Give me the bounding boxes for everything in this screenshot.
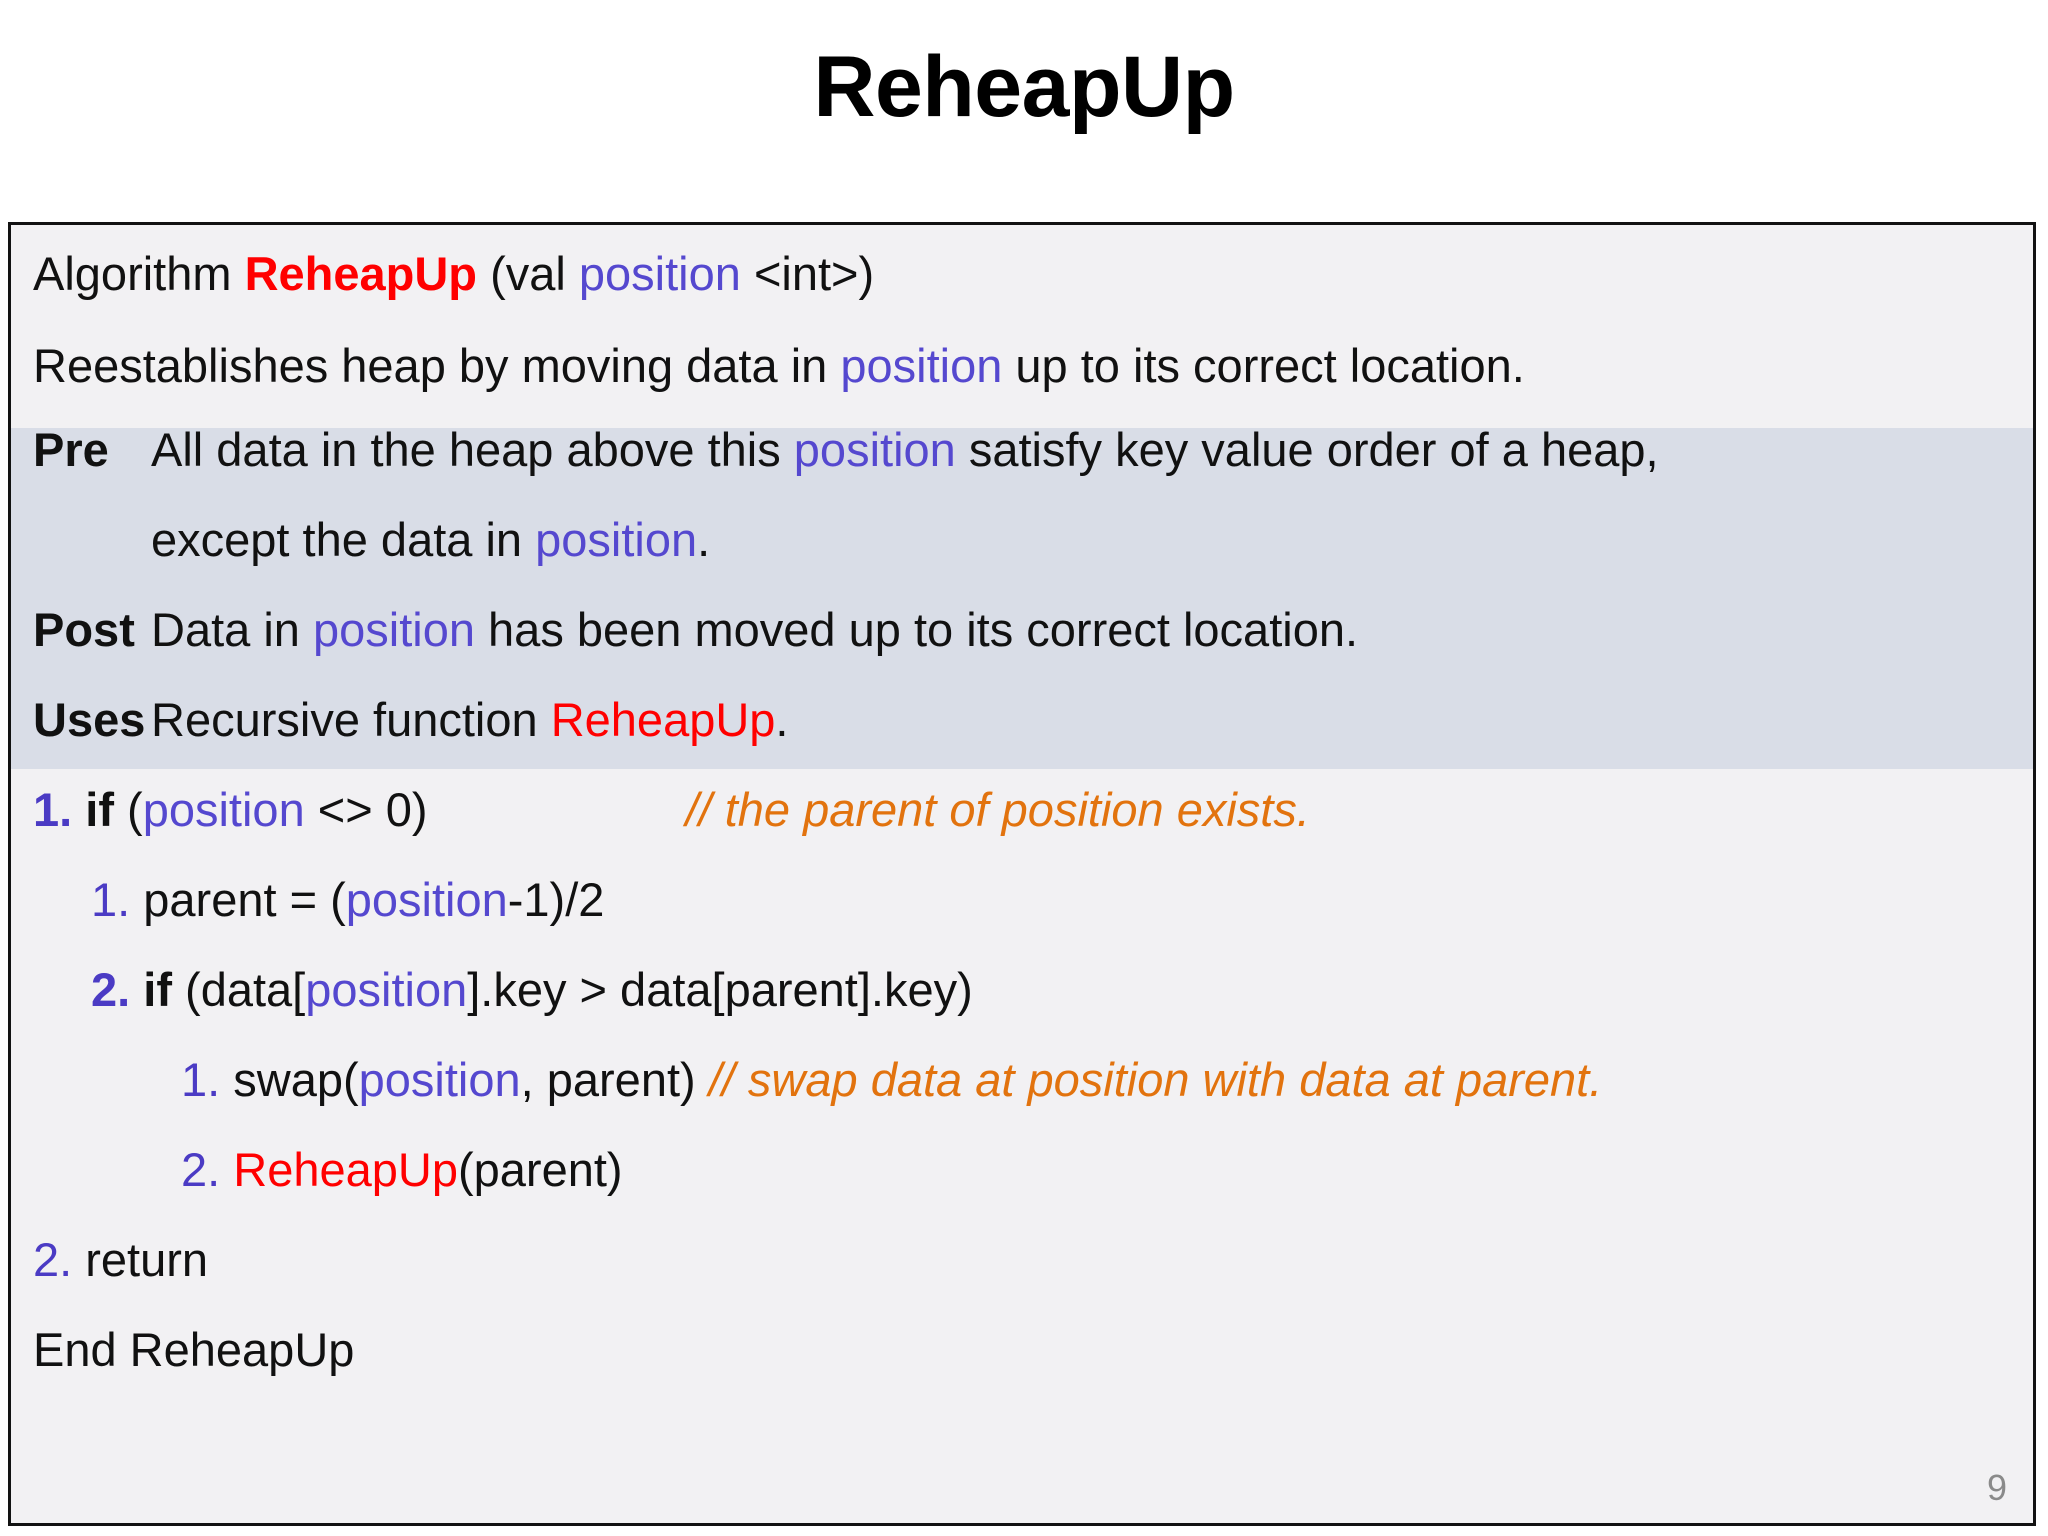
step-1-2-var: position xyxy=(305,963,468,1016)
description-text-2: up to its correct location. xyxy=(1015,339,1525,392)
algorithm-lines: Algorithm ReheapUp (val position <int>) … xyxy=(11,225,2033,1395)
post-var: position xyxy=(312,603,475,656)
pre-text-3: except the data in xyxy=(151,513,523,566)
post-condition-line: Post Data in position has been moved up t… xyxy=(11,585,2033,675)
step-1: 1. if (position <> 0) // the parent of po… xyxy=(11,765,2033,855)
step-2-text: return xyxy=(85,1233,209,1286)
algorithm-end-line: End ReheapUp xyxy=(33,1323,355,1376)
step-2: 2. return xyxy=(11,1215,2033,1305)
signature-type-close: <int>) xyxy=(753,247,875,300)
description-text-1: Reestablishes heap by moving data in xyxy=(33,339,828,392)
algorithm-description-line: Reestablishes heap by moving data in pos… xyxy=(11,321,2033,411)
step-1-1-text-before: parent = ( xyxy=(143,873,346,926)
step-1-1-var: position xyxy=(345,873,508,926)
page-title: ReheapUp xyxy=(813,39,1235,135)
page-number: 9 xyxy=(1986,1467,2007,1508)
step-1-2-number: 2. xyxy=(91,963,131,1016)
step-1-2-text-after: ].key > data[parent].key) xyxy=(467,963,973,1016)
uses-text-1: Recursive function xyxy=(151,693,538,746)
step-1-var: position xyxy=(142,783,305,836)
post-label: Post xyxy=(33,603,135,656)
pre-var-1: position xyxy=(793,423,956,476)
step-1-2-1-text-after: , parent) xyxy=(520,1053,696,1106)
pre-text-1: All data in the heap above this xyxy=(151,423,781,476)
pre-post-uses-highlight-band xyxy=(11,428,2033,769)
post-body: Data in position has been moved up to it… xyxy=(151,585,1358,675)
pre-label: Pre xyxy=(33,423,109,476)
step-1-2-2-text-after: (parent) xyxy=(457,1143,623,1196)
pre-var-2: position xyxy=(535,513,698,566)
uses-body: Recursive function ReheapUp. xyxy=(151,675,788,765)
description-var: position xyxy=(840,339,1003,392)
step-1-2-keyword: if xyxy=(143,963,172,1016)
signature-function-name: ReheapUp xyxy=(244,247,478,300)
pre-condition-line-2: except the data in position. xyxy=(11,495,2033,585)
algorithm-box: Algorithm ReheapUp (val position <int>) … xyxy=(8,222,2036,1526)
post-text-2: has been moved up to its correct locatio… xyxy=(488,603,1359,656)
signature-keyword: Algorithm xyxy=(33,247,232,300)
pre-text-4: . xyxy=(697,513,711,566)
uses-label: Uses xyxy=(33,693,146,746)
uses-function-name: ReheapUp xyxy=(550,693,776,746)
step-1-2-2: 2. ReheapUp(parent) xyxy=(11,1125,2033,1215)
signature-param: position xyxy=(578,247,741,300)
step-1-2-1-number: 1. xyxy=(181,1053,221,1106)
pre-body: All data in the heap above this position… xyxy=(151,405,1659,495)
step-1-2-1: 1. swap(position, parent) // swap data a… xyxy=(11,1035,2033,1125)
signature-open-paren: (val xyxy=(490,247,566,300)
post-text-1: Data in xyxy=(151,603,300,656)
step-1-2-1-var: position xyxy=(358,1053,521,1106)
step-1-rest: <> 0) xyxy=(304,783,428,836)
step-1-2: 2. if (data[position].key > data[parent]… xyxy=(11,945,2033,1035)
step-1-2-2-function: ReheapUp xyxy=(233,1143,458,1196)
step-1-keyword: if xyxy=(85,783,114,836)
pre-text-2: satisfy key value order of a heap, xyxy=(968,423,1659,476)
algorithm-box-inner: Algorithm ReheapUp (val position <int>) … xyxy=(11,225,2033,1523)
step-1-2-text-before: (data[ xyxy=(185,963,306,1016)
pre-condition-line: Pre All data in the heap above this posit… xyxy=(11,405,2033,495)
step-1-2-2-number: 2. xyxy=(181,1143,221,1196)
algorithm-signature-line: Algorithm ReheapUp (val position <int>) xyxy=(11,229,2033,319)
step-2-number: 2. xyxy=(33,1233,73,1286)
step-1-1: 1. parent = (position-1)/2 xyxy=(11,855,2033,945)
step-1-1-number: 1. xyxy=(91,873,131,926)
step-1-2-1-comment: // swap data at position with data at pa… xyxy=(708,1053,1603,1106)
step-1-1-text-after: -1)/2 xyxy=(507,873,605,926)
step-1-number: 1. xyxy=(33,783,73,836)
step-1-comment: // the parent of position exists. xyxy=(685,783,1310,836)
step-1-open: ( xyxy=(127,783,143,836)
step-1-2-1-text-before: swap( xyxy=(233,1053,359,1106)
uses-text-2: . xyxy=(775,693,789,746)
